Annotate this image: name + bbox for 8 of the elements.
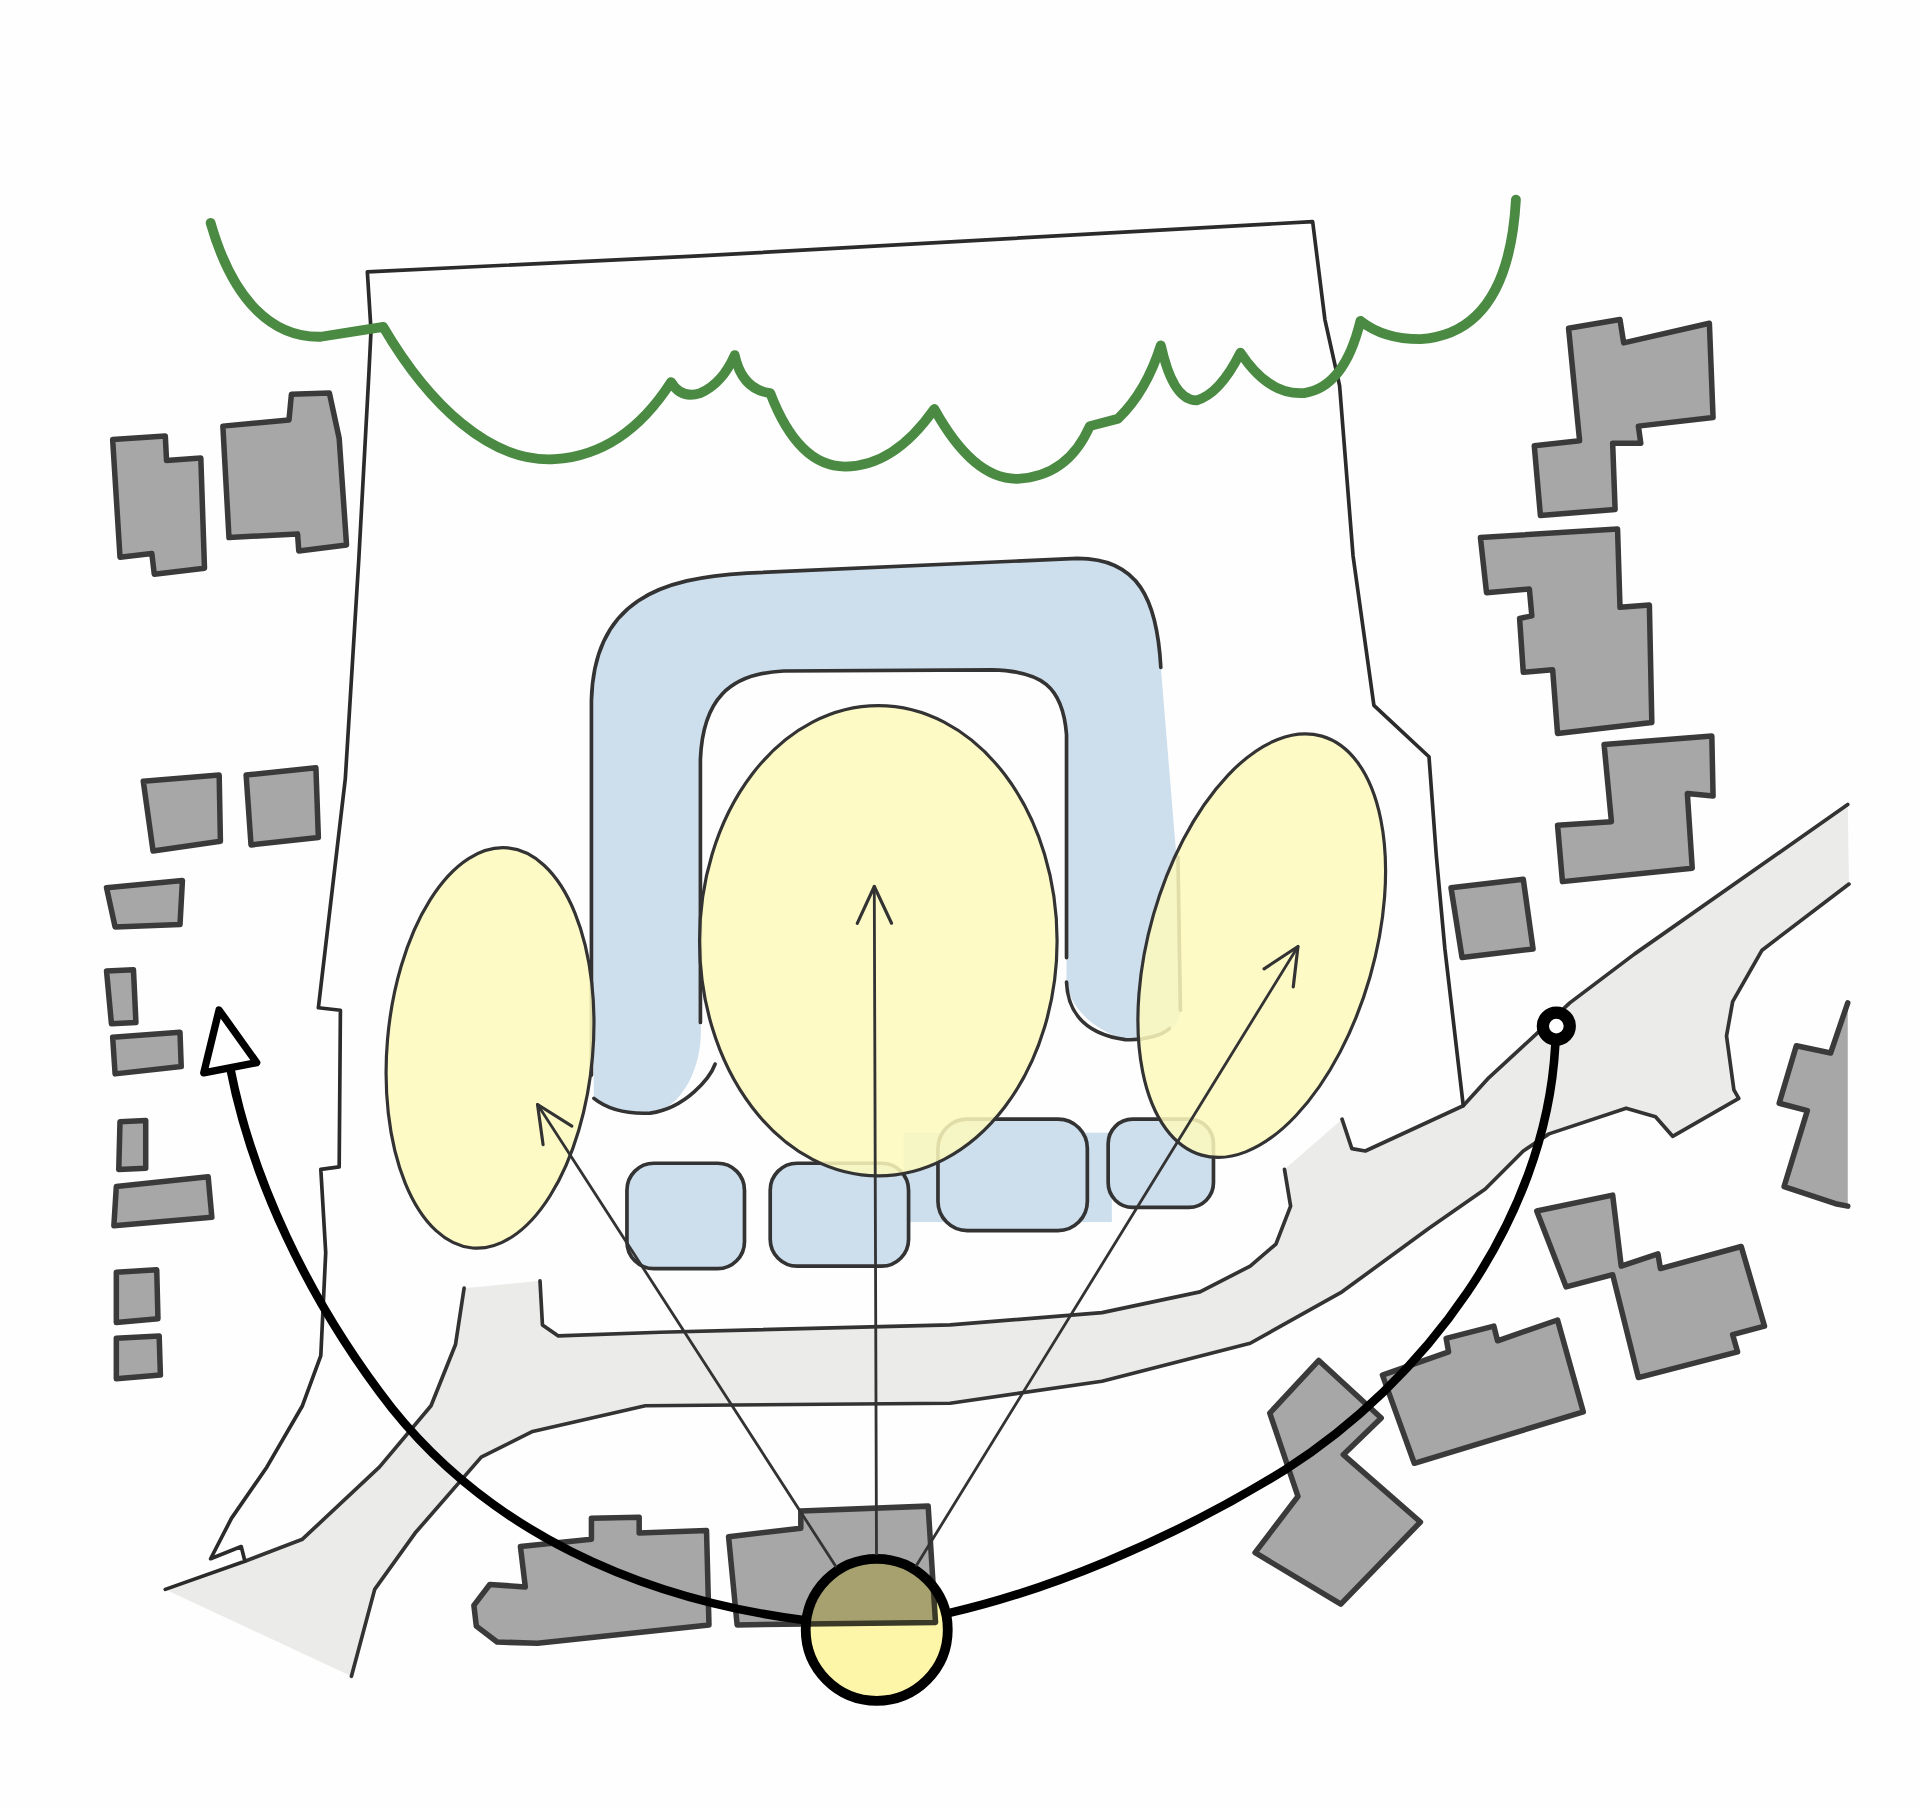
- ellipse-zone: [697, 703, 1059, 1178]
- arrow: [855, 884, 894, 1556]
- arrow: [535, 1102, 837, 1568]
- ring-marker: [1536, 1006, 1576, 1046]
- arrow: [915, 944, 1300, 1567]
- ellipse-zone: [1135, 731, 1387, 1159]
- ellipse-zone: [384, 846, 596, 1250]
- viewpoint-circle: [800, 1553, 953, 1706]
